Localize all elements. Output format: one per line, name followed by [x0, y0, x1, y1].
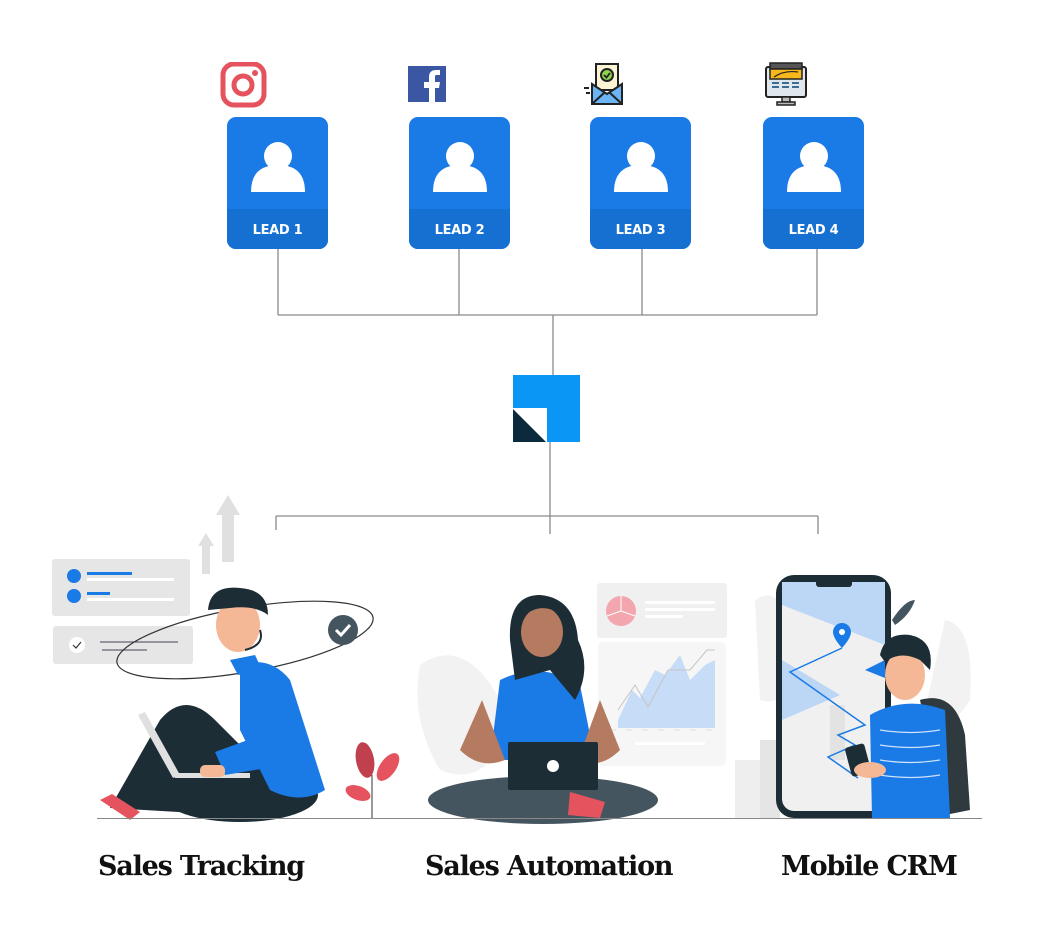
lead-label: LEAD 1 [252, 223, 303, 238]
lead-card-2[interactable]: LEAD 2 [409, 117, 510, 249]
person-icon [614, 142, 668, 192]
crm-logo-icon [513, 375, 580, 442]
plant-icon [345, 742, 400, 819]
instagram-icon [220, 61, 267, 108]
lead-label: LEAD 4 [788, 223, 839, 238]
person-icon [433, 142, 487, 192]
lead-card-band [409, 209, 510, 249]
person-icon [251, 142, 305, 192]
website-icon [764, 62, 810, 106]
lead-label: LEAD 3 [615, 223, 666, 238]
feature-label-mobile-crm: Mobile CRM [781, 851, 958, 882]
lead-card-band [763, 209, 864, 249]
person-icon [787, 142, 841, 192]
email-icon [584, 62, 630, 106]
lead-card-band [227, 209, 328, 249]
lead-card-band [590, 209, 691, 249]
sales-automation-illustration [417, 583, 727, 824]
lead-card-1[interactable]: LEAD 1 [227, 117, 328, 249]
lead-card-3[interactable]: LEAD 3 [590, 117, 691, 249]
lead-card-4[interactable]: LEAD 4 [763, 117, 864, 249]
sales-tracking-illustration [52, 495, 374, 822]
floor-line [97, 818, 982, 819]
mobile-crm-illustration [735, 575, 971, 818]
feature-label-sales-tracking: Sales Tracking [98, 851, 305, 882]
feature-label-sales-automation: Sales Automation [425, 851, 674, 882]
lead-label: LEAD 2 [434, 223, 485, 238]
facebook-icon [408, 62, 454, 106]
